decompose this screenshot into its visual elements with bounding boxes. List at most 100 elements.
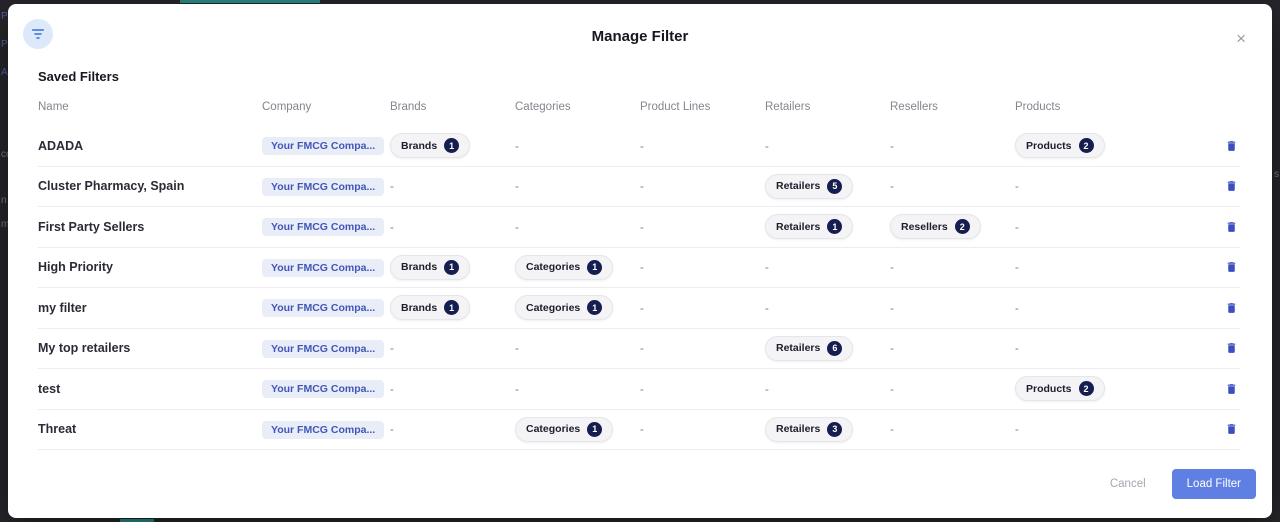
delete-button[interactable] — [1223, 177, 1240, 195]
count-chip-label: Retailers — [776, 220, 821, 233]
count-badge: 3 — [827, 421, 843, 437]
table-cell: - — [765, 137, 890, 155]
table-header-row: Name Company Brands Categories Product L… — [38, 88, 1240, 126]
count-badge: 1 — [827, 219, 843, 235]
empty-cell: - — [390, 181, 394, 194]
count-chip-label: Brands — [401, 261, 438, 274]
table-cell: - — [390, 218, 515, 236]
table-row[interactable]: Cluster Pharmacy, Spain Your FMCG Compa..… — [38, 167, 1240, 207]
empty-cell: - — [515, 221, 519, 234]
empty-cell: - — [765, 302, 769, 315]
table-cell: - — [1015, 177, 1204, 195]
empty-cell: - — [890, 424, 894, 437]
close-icon[interactable]: × — [1236, 29, 1246, 48]
empty-cell: - — [765, 383, 769, 396]
table-cell: Threat — [38, 420, 262, 438]
table-cell: - — [640, 258, 765, 276]
trash-icon — [1227, 262, 1236, 273]
table-cell: - — [1015, 218, 1204, 236]
company-chip: Your FMCG Compa... — [262, 380, 385, 399]
filter-name: test — [38, 381, 61, 396]
table-cell: - — [640, 380, 765, 398]
count-chip-label: Brands — [401, 139, 438, 152]
filter-name: my filter — [38, 300, 87, 315]
table-cell: Your FMCG Compa... — [262, 298, 390, 318]
table-cell: My top retailers — [38, 339, 262, 357]
header-resellers: Resellers — [890, 101, 938, 113]
header-retailers: Retailers — [765, 101, 811, 113]
table-row[interactable]: High Priority Your FMCG Compa... Brands 1 Ca… — [38, 248, 1240, 288]
empty-cell: - — [890, 383, 894, 396]
table-cell: ADADA — [38, 137, 262, 155]
delete-button[interactable] — [1223, 339, 1240, 357]
filter-name: First Party Sellers — [38, 219, 145, 234]
filter-icon — [31, 29, 45, 39]
table-cell: - — [765, 380, 890, 398]
cancel-button[interactable]: Cancel — [1109, 478, 1146, 490]
count-chip-label: Categories — [526, 301, 581, 314]
trash-icon — [1227, 424, 1236, 435]
empty-cell: - — [640, 262, 644, 275]
table-cell: Your FMCG Compa... — [262, 258, 390, 277]
filter-name: High Priority — [38, 260, 114, 275]
backdrop-text-fragment: m — [1, 219, 10, 230]
filter-fab-button[interactable] — [23, 19, 53, 49]
filter-name: Cluster Pharmacy, Spain — [38, 179, 185, 194]
modal-footer: Cancel Load Filter — [8, 469, 1272, 518]
table-cell — [1204, 258, 1240, 276]
delete-button[interactable] — [1223, 218, 1240, 236]
trash-icon — [1227, 383, 1236, 394]
delete-button[interactable] — [1223, 137, 1240, 155]
empty-cell: - — [515, 140, 519, 153]
table-cell: - — [515, 177, 640, 195]
delete-button[interactable] — [1223, 420, 1240, 438]
table-cell: - — [890, 137, 1015, 155]
empty-cell: - — [890, 181, 894, 194]
empty-cell: - — [765, 262, 769, 275]
table-cell: Your FMCG Compa... — [262, 136, 390, 156]
manage-filter-modal: Manage Filter × Saved Filters Name Compa… — [8, 4, 1272, 518]
modal-header: Manage Filter × — [8, 4, 1272, 56]
table-cell: - — [890, 380, 1015, 398]
delete-button[interactable] — [1223, 258, 1240, 276]
table-cell: Retailers 3 — [765, 416, 890, 442]
table-cell: Cluster Pharmacy, Spain — [38, 177, 262, 195]
backdrop-text-fragment: co — [1, 149, 12, 160]
load-filter-button[interactable]: Load Filter — [1171, 469, 1256, 499]
table-cell: - — [390, 380, 515, 398]
table-cell: - — [390, 177, 515, 195]
count-chip: Retailers 1 — [765, 214, 854, 240]
table-cell: my filter — [38, 299, 262, 317]
table-cell: - — [640, 218, 765, 236]
empty-cell: - — [890, 302, 894, 315]
table-cell: - — [515, 380, 640, 398]
backdrop-text-fragment: P — [1, 39, 8, 50]
company-chip: Your FMCG Compa... — [262, 177, 385, 196]
empty-cell: - — [1015, 221, 1019, 234]
empty-cell: - — [640, 181, 644, 194]
empty-cell: - — [1015, 302, 1019, 315]
count-badge: 1 — [587, 421, 603, 437]
count-chip-label: Retailers — [776, 423, 821, 436]
count-chip: Brands 1 — [390, 254, 471, 280]
table-cell: - — [515, 218, 640, 236]
count-badge: 1 — [444, 259, 460, 275]
delete-button[interactable] — [1223, 380, 1240, 398]
delete-button[interactable] — [1223, 299, 1240, 317]
empty-cell: - — [390, 383, 394, 396]
